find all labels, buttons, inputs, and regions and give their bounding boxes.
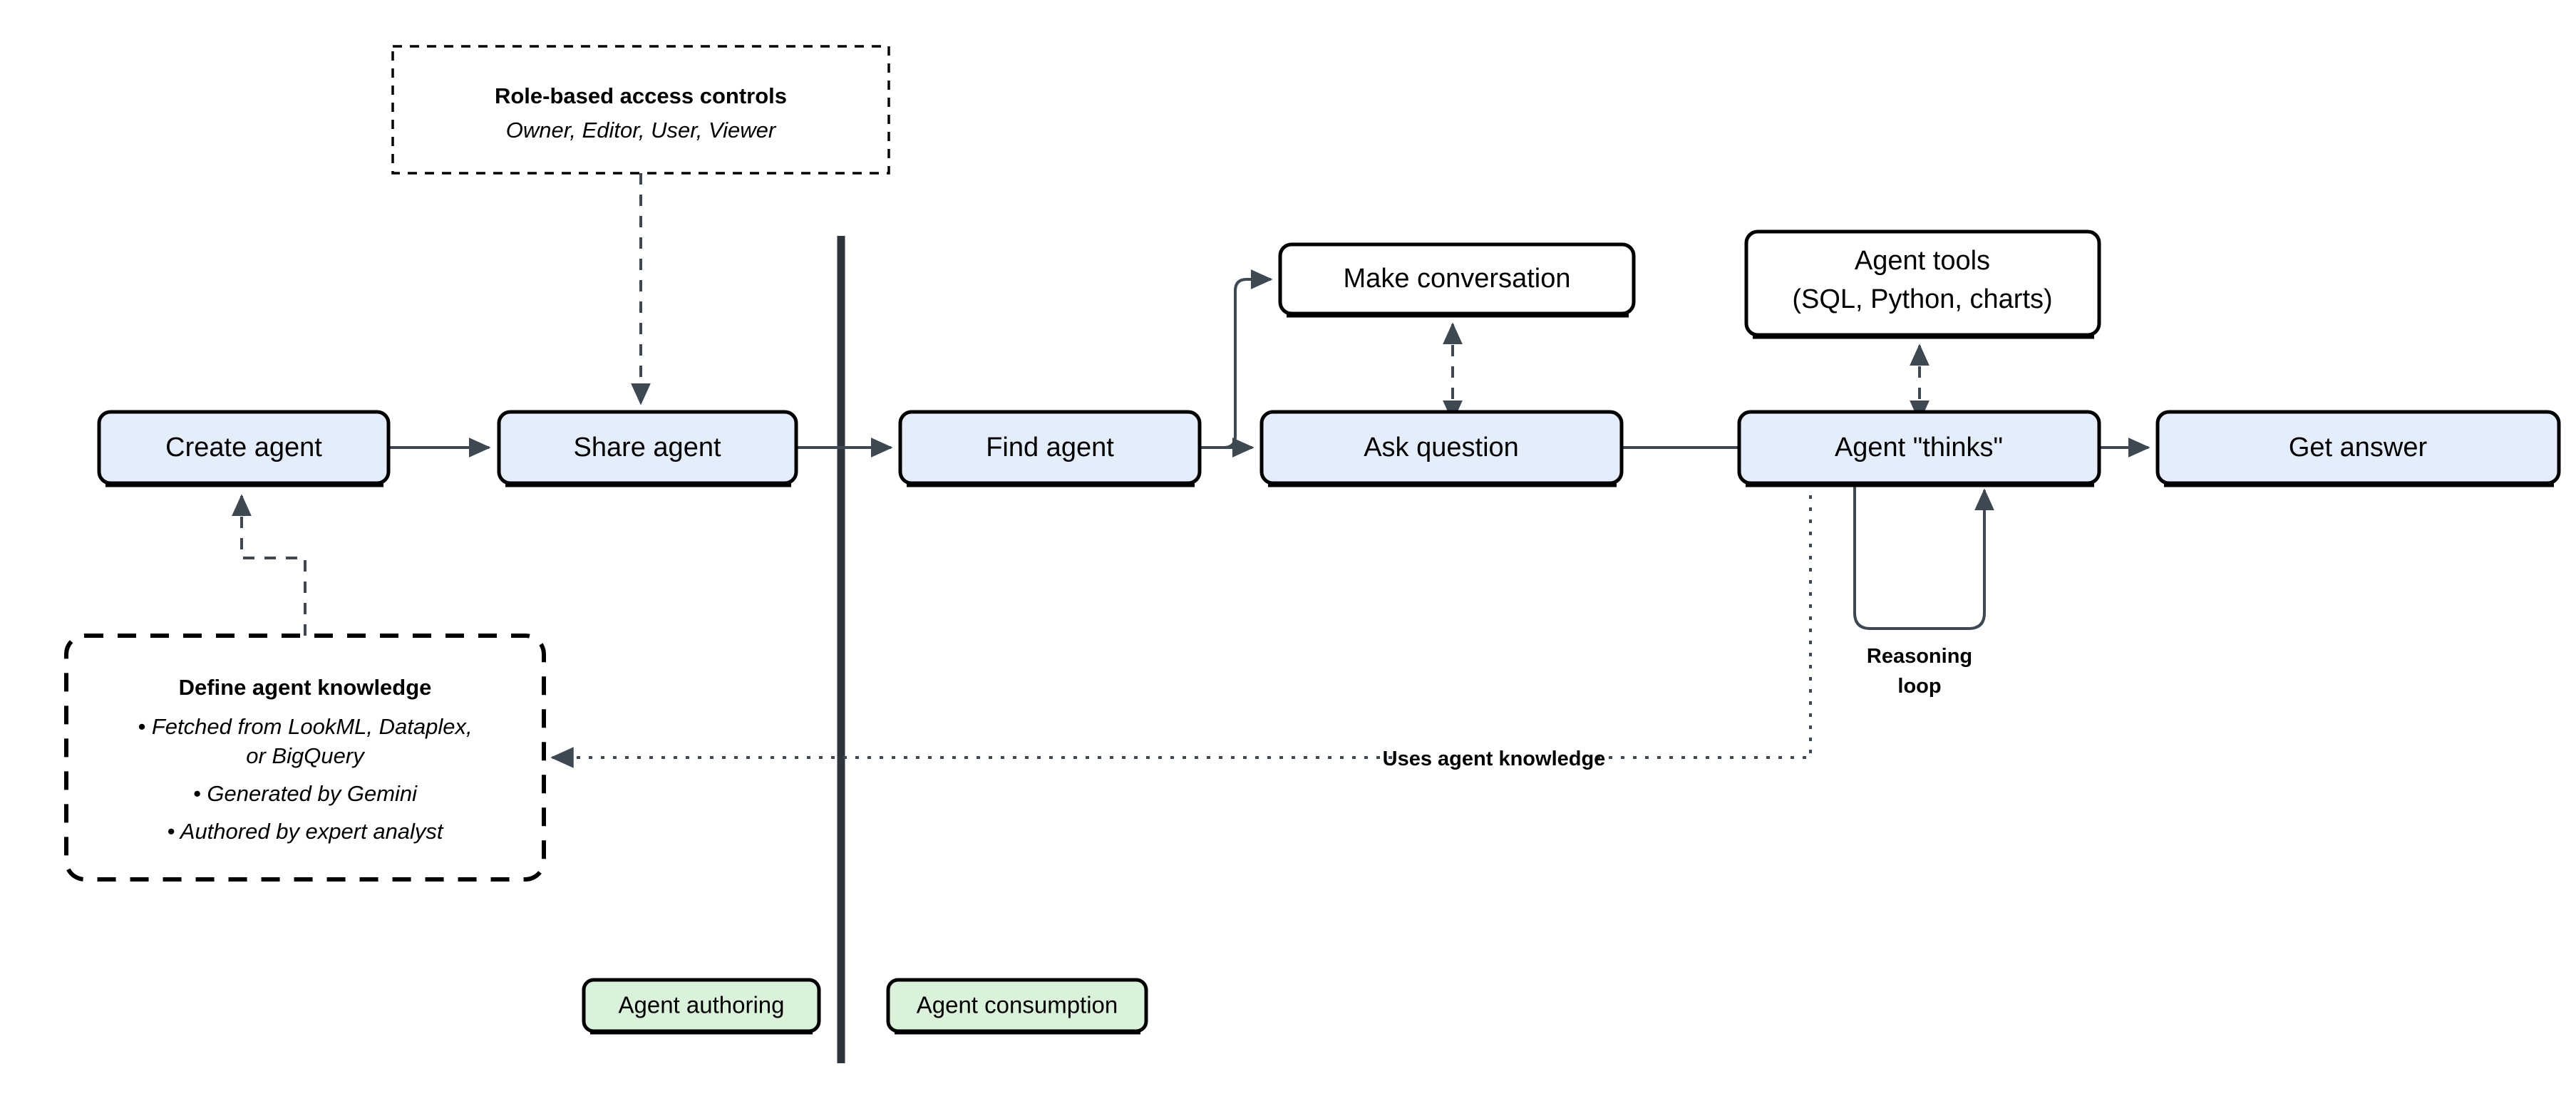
uses-agent-knowledge-label: Uses agent knowledge xyxy=(1383,748,1606,770)
node-get-answer-label: Get answer xyxy=(2289,433,2428,462)
connector-find-to-make-conversation xyxy=(1207,269,1273,449)
node-find-agent-label: Find agent xyxy=(986,433,1114,462)
node-share-agent[interactable]: Share agent xyxy=(497,410,798,487)
zone-label-authoring-text: Agent authoring xyxy=(618,992,784,1018)
note-role-based-access-controls: Role-based access controls Owner, Editor… xyxy=(391,45,890,175)
rbac-note-subtitle: Owner, Editor, User, Viewer xyxy=(506,118,777,143)
connector-knowledge-to-create-agent xyxy=(232,494,306,636)
node-ask-question[interactable]: Ask question xyxy=(1259,410,1624,487)
node-create-agent-label: Create agent xyxy=(165,433,322,462)
connector-reasoning-loop xyxy=(1853,483,1994,630)
rbac-note-title: Role-based access controls xyxy=(495,83,787,108)
node-agent-tools[interactable]: Agent tools (SQL, Python, charts) xyxy=(1744,229,2101,339)
node-agent-thinks[interactable]: Agent "thinks" xyxy=(1737,410,2101,487)
knowledge-bullet-3: • Authored by expert analyst xyxy=(167,819,443,844)
zone-label-consumption-text: Agent consumption xyxy=(917,992,1118,1018)
node-make-conversation-label: Make conversation xyxy=(1344,264,1571,294)
node-share-agent-label: Share agent xyxy=(573,433,721,462)
note-define-agent-knowledge: Define agent knowledge • Fetched from Lo… xyxy=(64,634,546,882)
zone-label-agent-authoring[interactable]: Agent authoring xyxy=(582,978,821,1035)
node-agent-thinks-label: Agent "thinks" xyxy=(1835,433,2003,462)
connector-uses-knowledge-right xyxy=(1595,483,1812,759)
node-make-conversation[interactable]: Make conversation xyxy=(1278,242,1636,318)
node-agent-tools-label-line1: Agent tools xyxy=(1855,246,1990,276)
node-agent-tools-label-line2: (SQL, Python, charts) xyxy=(1792,284,2052,314)
node-get-answer[interactable]: Get answer xyxy=(2155,410,2561,487)
node-create-agent[interactable]: Create agent xyxy=(97,410,391,487)
zone-label-agent-consumption[interactable]: Agent consumption xyxy=(886,978,1148,1035)
reasoning-loop-label-line2: loop xyxy=(1897,675,1941,698)
knowledge-note-title: Define agent knowledge xyxy=(179,675,432,700)
knowledge-bullet-1: • Fetched from LookML, Dataplex, xyxy=(138,714,472,739)
knowledge-bullet-2: • Generated by Gemini xyxy=(193,781,418,806)
reasoning-loop-label-line1: Reasoning xyxy=(1867,645,1972,668)
node-ask-question-label: Ask question xyxy=(1364,433,1519,462)
knowledge-bullet-1-cont: or BigQuery xyxy=(246,743,366,768)
node-find-agent[interactable]: Find agent xyxy=(898,410,1202,487)
